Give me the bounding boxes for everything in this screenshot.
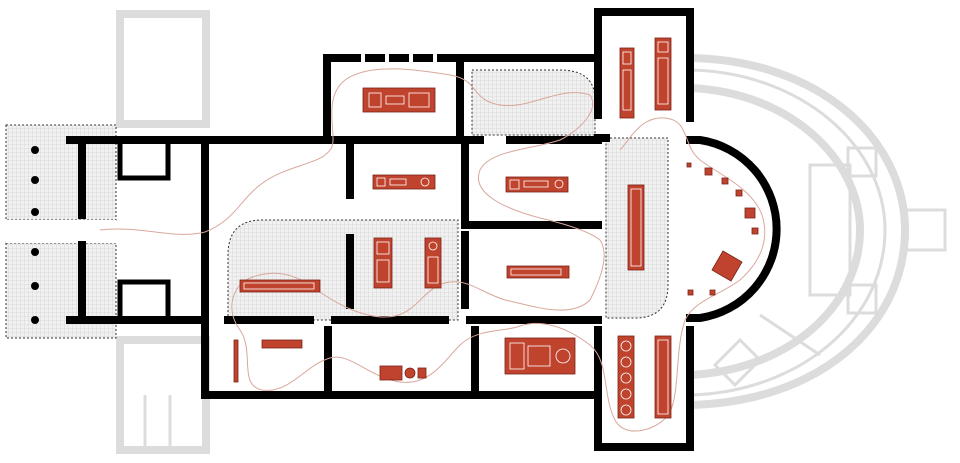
display-case [417, 367, 427, 379]
display-object [751, 227, 759, 235]
display-object [709, 289, 716, 296]
display-case [617, 335, 635, 419]
entrance-portico [5, 124, 117, 339]
display-object [735, 189, 743, 197]
display-case [261, 339, 303, 349]
exhibits [233, 37, 759, 419]
display-case [654, 335, 672, 419]
display-object [744, 207, 756, 219]
display-object [687, 289, 694, 296]
column [31, 248, 39, 256]
display-object [404, 367, 416, 379]
display-case [619, 47, 635, 119]
display-case [373, 237, 393, 289]
display-case [424, 237, 442, 289]
display-case [379, 365, 403, 381]
display-case [627, 184, 645, 271]
visitor-route [99, 68, 766, 432]
column [31, 282, 39, 290]
column [31, 208, 39, 216]
display-object [721, 177, 729, 185]
ghost-structure [116, 10, 947, 454]
display-case [504, 337, 576, 375]
display-object [711, 250, 743, 282]
column [31, 176, 39, 184]
display-object [686, 162, 692, 168]
display-case [362, 87, 436, 113]
display-case [505, 176, 569, 193]
display-object [704, 167, 713, 176]
display-case [654, 37, 672, 111]
display-case [239, 279, 321, 293]
walls [66, 8, 781, 451]
display-case [372, 174, 436, 190]
column [31, 146, 39, 154]
display-case [233, 339, 239, 383]
display-case [506, 265, 570, 279]
column [31, 316, 39, 324]
